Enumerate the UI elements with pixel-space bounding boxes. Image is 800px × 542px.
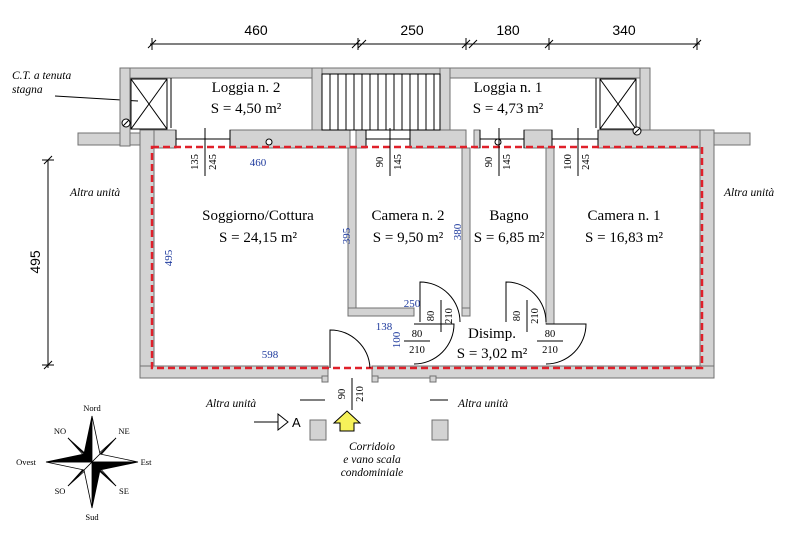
altra-unita-left: Altra unità (69, 187, 120, 199)
camera1-name: Camera n. 1 (588, 208, 661, 224)
loggia2-name: Loggia n. 2 (212, 80, 281, 96)
opening-w2: 90 145 (375, 128, 404, 176)
camera1-area: S = 16,83 m² (585, 230, 663, 246)
camera2-name: Camera n. 2 (372, 208, 445, 224)
w2-height: 145 (393, 154, 404, 170)
top-dim-4: 340 (612, 22, 636, 38)
compass-ne: NE (118, 426, 129, 436)
loggia1-name: Loggia n. 1 (474, 80, 543, 96)
w1-width: 135 (190, 154, 201, 170)
corridoio-line2: e vano scala (343, 454, 401, 466)
bagno-area: S = 6,85 m² (474, 230, 545, 246)
loggia2-area: S = 4,50 m² (211, 101, 282, 117)
w1-height: 245 (208, 154, 219, 170)
opening-d-camera1: 80 210 (537, 329, 563, 356)
apartment-boundary (150, 145, 704, 370)
blue-dim-camera2-side: 395 (341, 227, 353, 244)
stair-treads (321, 73, 441, 131)
opening-d-bagno: 80 210 (512, 300, 541, 332)
top-dimension-line (147, 38, 702, 50)
compass-rose-icon (45, 415, 139, 509)
compass-se: SE (119, 486, 129, 496)
left-dimension-line (42, 155, 54, 370)
ct-note-line2: stagna (12, 84, 43, 96)
pillars (309, 375, 449, 441)
blue-dim-soggiorno-side: 495 (163, 249, 175, 266)
blue-dim-bagno-side: 380 (452, 223, 464, 240)
w3-width: 90 (484, 157, 495, 168)
blue-dim-corridor-138: 138 (376, 321, 393, 333)
w2-width: 90 (375, 157, 386, 168)
d-camera1-height: 210 (542, 345, 558, 356)
altra-unita-right: Altra unità (723, 187, 774, 199)
entry-arrow-icon (332, 410, 362, 432)
blue-dim-soggiorno-top: 460 (250, 157, 267, 169)
opening-d-entry: 90 210 (337, 378, 366, 410)
walls (77, 67, 751, 379)
door-swings (329, 281, 587, 369)
camera2-area: S = 9,50 m² (373, 230, 444, 246)
corridoio-line1: Corridoio (349, 441, 395, 453)
loggia1-area: S = 4,73 m² (473, 101, 544, 117)
d-entry-height: 210 (355, 386, 366, 402)
vent-symbols (121, 118, 642, 146)
top-dim-2: 250 (400, 22, 424, 38)
corridoio-line3: condominiale (341, 467, 404, 479)
ct-note-line1: C.T. a tenuta (12, 70, 71, 82)
soggiorno-area: S = 24,15 m² (219, 230, 297, 246)
soggiorno-name: Soggiorno/Cottura (202, 208, 314, 224)
window-frames (175, 130, 599, 148)
boiler-box-left (130, 78, 168, 130)
section-mark-label: A (292, 415, 301, 430)
compass-ovest: Ovest (16, 457, 36, 467)
disimp-area: S = 3,02 m² (457, 346, 528, 362)
altra-unita-bottom-left: Altra unità (205, 398, 256, 410)
bagno-name: Bagno (489, 208, 528, 224)
blue-dim-soggiorno-bottom: 598 (262, 349, 279, 361)
w3-height: 145 (502, 154, 513, 170)
d-corridor-width: 80 (412, 329, 423, 340)
d-bagno-height: 210 (530, 308, 541, 324)
opening-w4: 100 245 (563, 128, 592, 176)
compass-nord: Nord (83, 403, 101, 413)
d-camera2-width: 80 (426, 311, 437, 322)
compass-sud: Sud (85, 512, 99, 522)
blue-dim-corridor-250: 250 (404, 298, 421, 310)
opening-d-camera2: 80 210 (426, 300, 455, 332)
compass-so: SO (55, 486, 66, 496)
top-dim-1: 460 (244, 22, 268, 38)
compass-no: NO (54, 426, 66, 436)
compass-est: Est (141, 457, 153, 467)
disimp-name: Disimp. (468, 326, 516, 342)
opening-w3: 90 145 (484, 128, 513, 176)
section-mark: A (254, 412, 301, 432)
blue-dim-corridor-100: 100 (391, 331, 403, 348)
d-camera1-width: 80 (545, 329, 556, 340)
top-dim-3: 180 (496, 22, 520, 38)
w4-height: 245 (581, 154, 592, 170)
opening-w1: 135 245 (190, 128, 219, 176)
d-bagno-width: 80 (512, 311, 523, 322)
altra-unita-bottom-right: Altra unità (457, 398, 508, 410)
d-camera2-height: 210 (444, 308, 455, 324)
boiler-box-right (599, 78, 637, 130)
d-entry-width: 90 (337, 389, 348, 400)
left-dim: 495 (27, 250, 43, 274)
opening-d-corridor: 80 210 (404, 329, 430, 356)
d-corridor-height: 210 (409, 345, 425, 356)
w4-width: 100 (563, 154, 574, 170)
